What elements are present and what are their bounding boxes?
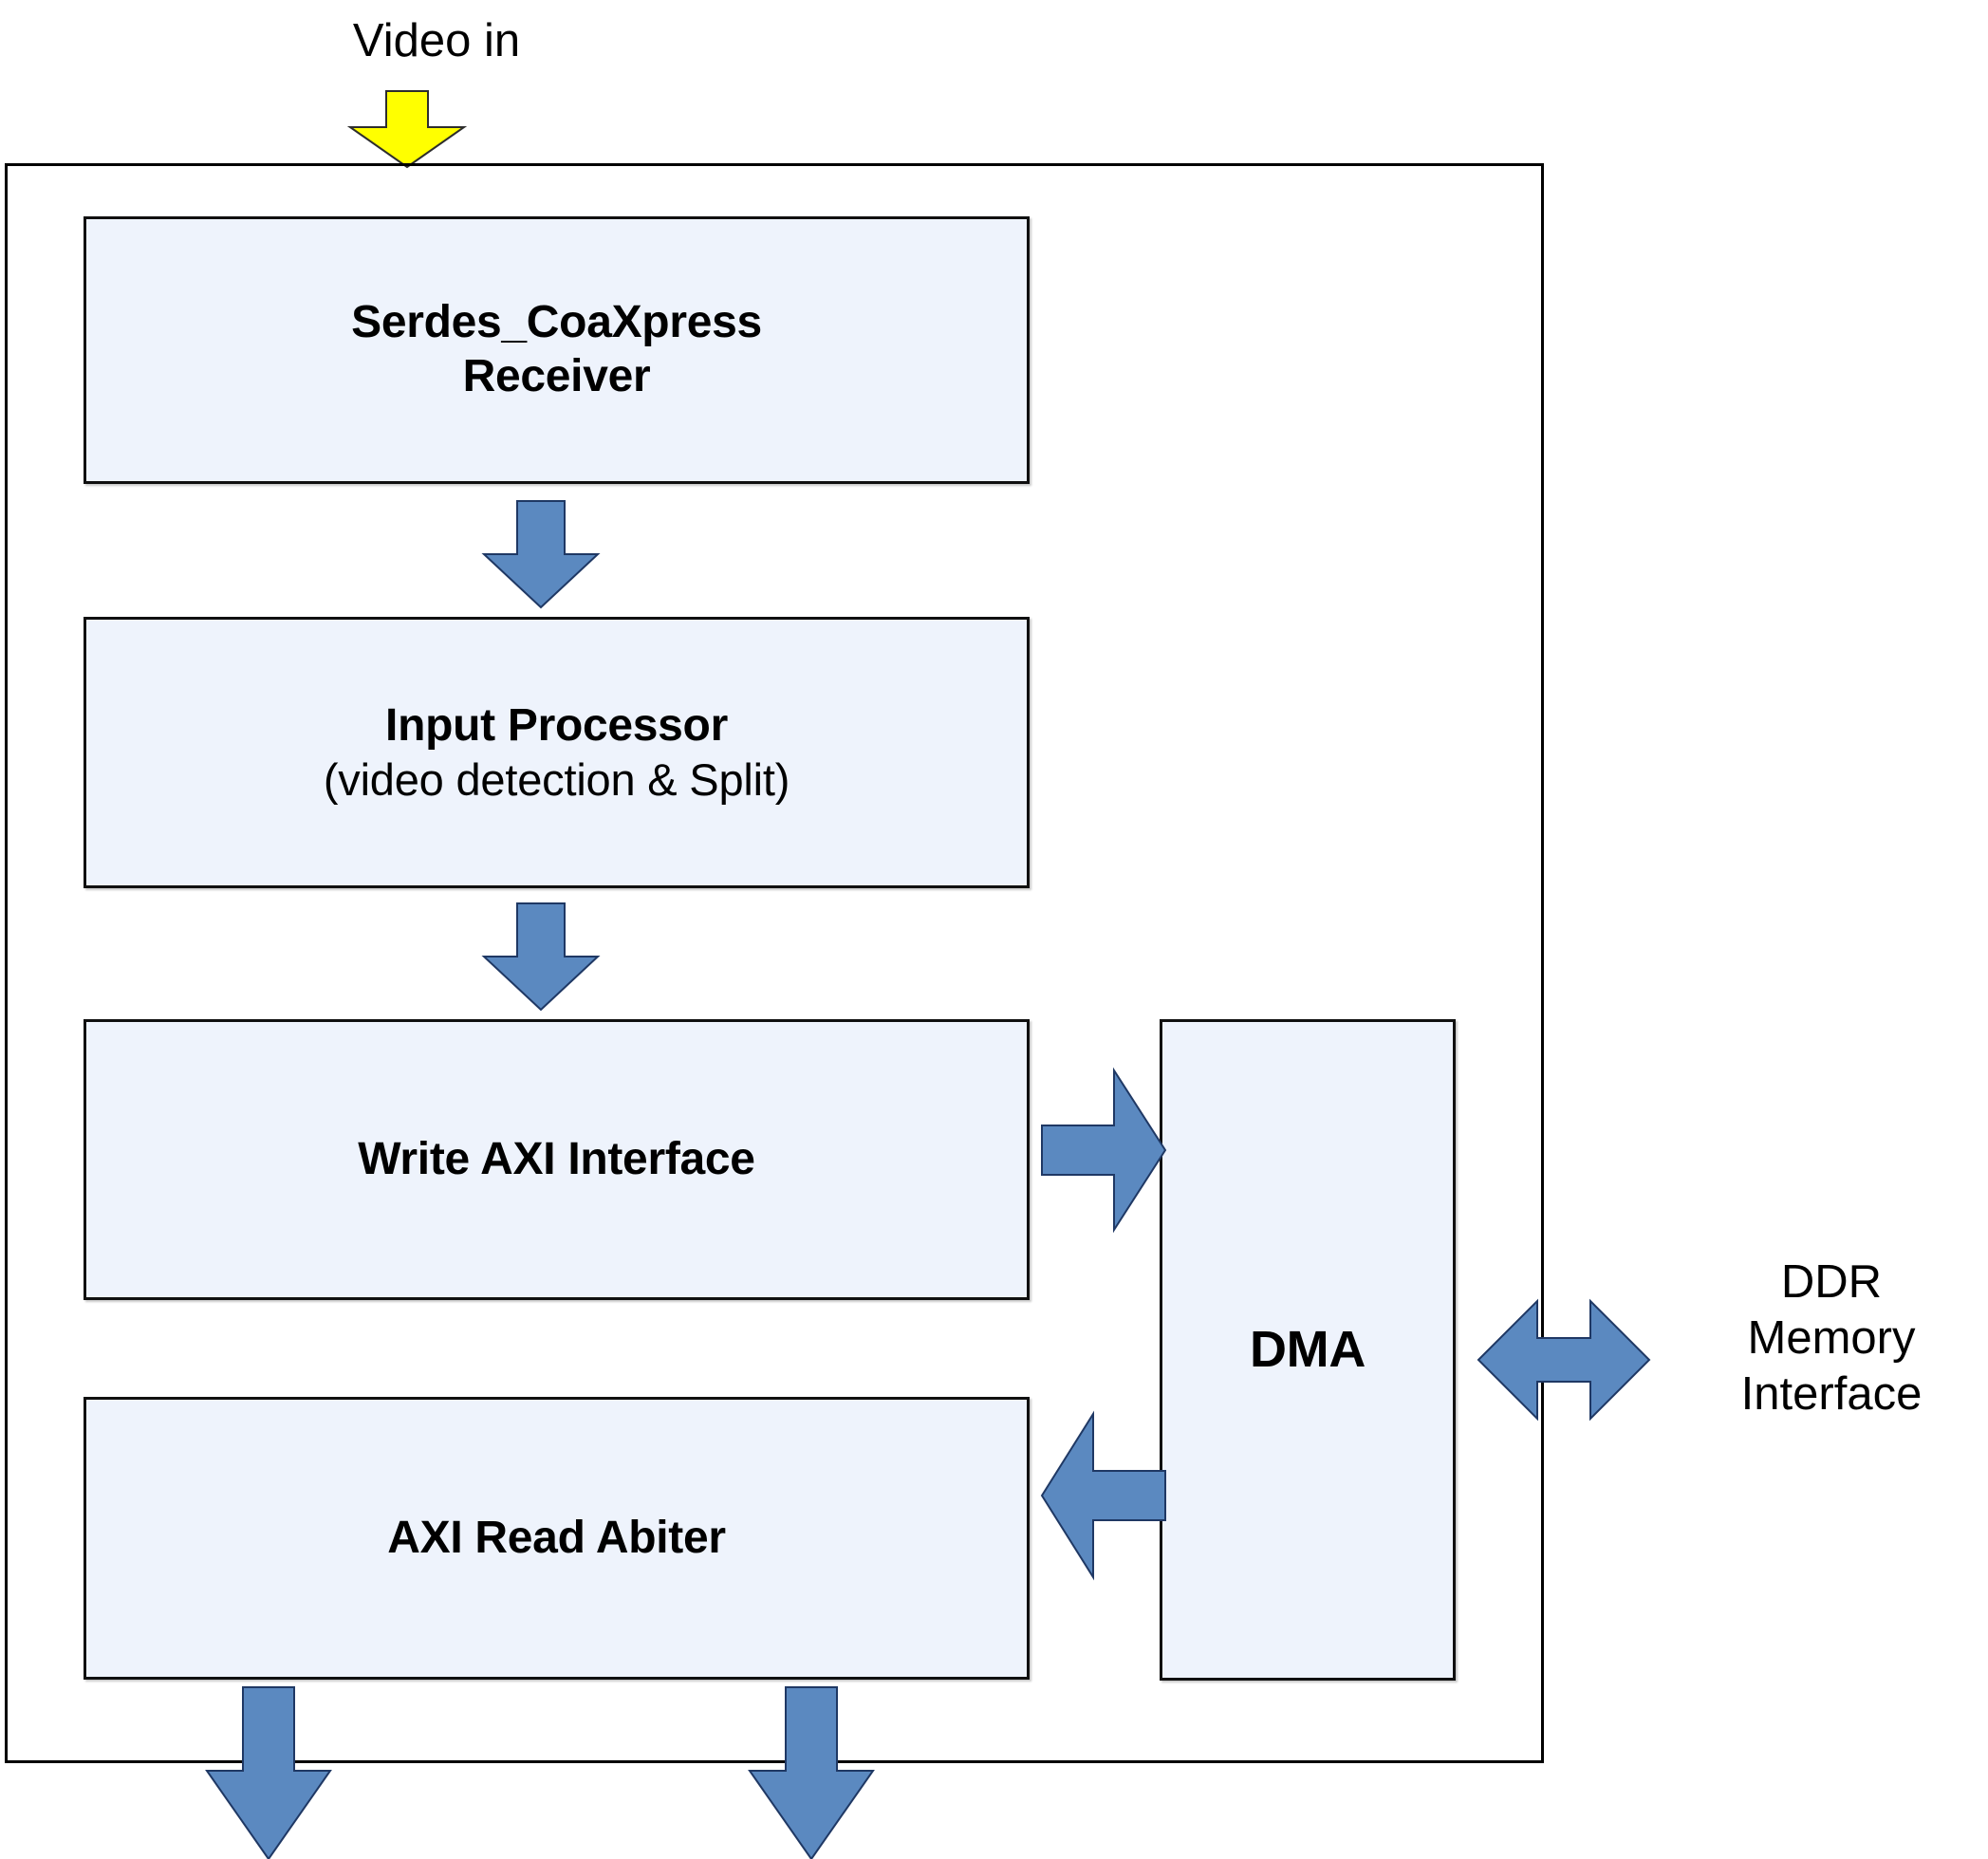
block-dma[interactable]: DMA xyxy=(1160,1019,1456,1681)
block-write-axi-interface[interactable]: Write AXI Interface xyxy=(84,1019,1030,1300)
block-title: Write AXI Interface xyxy=(358,1133,755,1184)
arrow-down-icon-output-right xyxy=(748,1686,875,1859)
block-subtitle: (video detection & Split) xyxy=(323,753,790,805)
arrow-right-icon-write-axi-to-dma xyxy=(1041,1067,1167,1234)
arrow-down-icon-serdes-to-input-processor xyxy=(481,500,601,609)
video-in-label: Video in xyxy=(352,15,521,66)
block-title: Serdes_CoaXpress Receiver xyxy=(351,297,762,401)
arrow-down-icon-video-in xyxy=(346,90,468,169)
block-title: Input Processor xyxy=(385,699,728,751)
block-axi-read-abiter[interactable]: AXI Read Abiter xyxy=(84,1397,1030,1680)
block-serdes-coaxpress-receiver[interactable]: Serdes_CoaXpress Receiver xyxy=(84,216,1030,484)
block-input-processor[interactable]: Input Processor (video detection & Split… xyxy=(84,617,1030,888)
block-title: DMA xyxy=(1249,1320,1366,1378)
arrow-left-right-icon-dma-to-ddr xyxy=(1477,1298,1651,1422)
arrow-down-icon-output-left xyxy=(205,1686,332,1859)
block-title: AXI Read Abiter xyxy=(387,1512,726,1563)
ddr-memory-interface-label: DDR Memory Interface xyxy=(1740,1256,1923,1420)
arrow-down-icon-input-processor-to-write-axi xyxy=(481,902,601,1012)
system-boundary xyxy=(5,163,1544,1763)
arrow-left-icon-dma-to-axi-read-abiter xyxy=(1040,1410,1166,1581)
